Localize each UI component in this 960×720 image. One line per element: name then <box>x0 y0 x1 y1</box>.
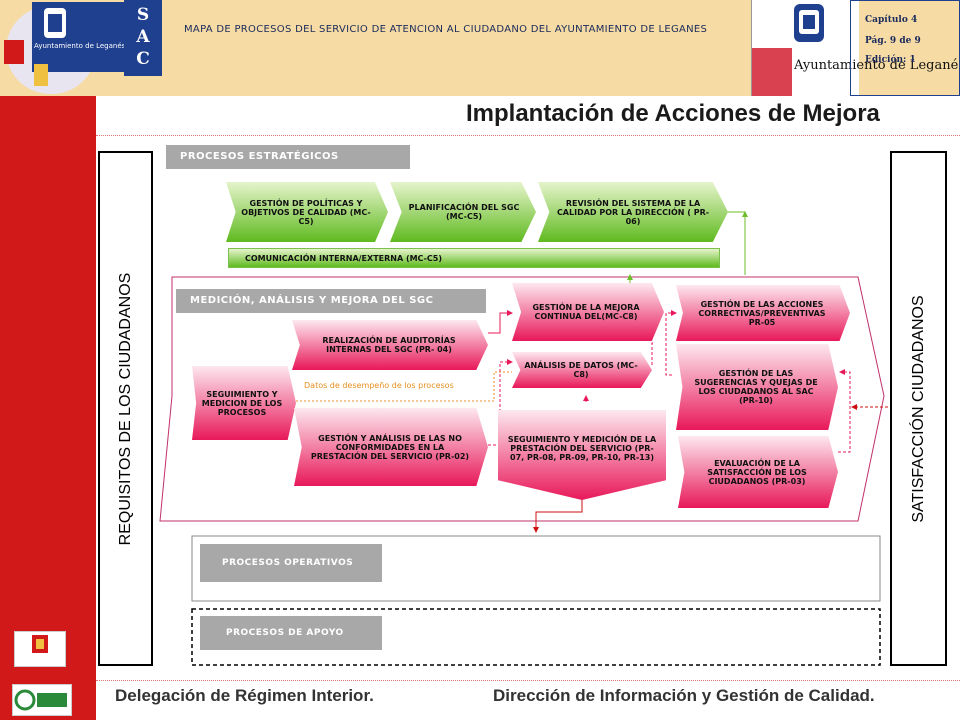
comunicacion-text: COMUNICACIÓN INTERNA/EXTERNA (MC-C5) <box>245 253 443 263</box>
sac-letter-a: A <box>136 27 150 47</box>
auditorias-to-mejora <box>488 310 513 334</box>
no-conformidades-text: GESTIÓN Y ANÁLISIS DE LAS NO CONFORMIDAD… <box>310 433 470 461</box>
seguimiento-procesos-node[interactable]: SEGUIMIENTO Y MEDICION DE LOS PROCESOS <box>192 366 296 440</box>
sugerencias-node[interactable]: GESTIÓN DE LAS SUGERENCIAS Y QUEJAS DE L… <box>676 344 838 430</box>
ayuntamiento-logo <box>751 0 859 96</box>
sac-logo <box>4 2 164 94</box>
gestion-politicas-node[interactable]: GESTIÓN DE POLÍTICAS Y OBJETIVOS DE CALI… <box>226 182 388 242</box>
edicion-label: Edición: 1 <box>865 55 916 65</box>
footer-delegacion: Delegación de Régimen Interior. <box>115 686 374 705</box>
requisitos-box: REQUISITOS DE LOS CIUDADANOS <box>98 151 153 666</box>
evaluacion-node[interactable]: EVALUACIÓN DE LA SATISFACCIÓN DE LOS CIU… <box>678 436 838 508</box>
datos-line <box>296 371 512 402</box>
pagina-label: Pág. 9 de 9 <box>865 36 921 46</box>
aec-logo <box>12 684 72 716</box>
noconf-to-analisis <box>488 359 513 446</box>
acciones-correctivas-text: GESTIÓN DE LAS ACCIONES CORRECTIVAS/PREV… <box>698 299 826 327</box>
seguimiento-prestacion-node[interactable]: SEGUIMIENTO Y MEDICIÓN DE LA PRESTACIÓN … <box>498 410 666 500</box>
prestacion-to-operativos <box>533 498 583 533</box>
seguimiento-prestacion-text: SEGUIMIENTO Y MEDICIÓN DE LA PRESTACIÓN … <box>507 434 657 462</box>
sugerencias-text: GESTIÓN DE LAS SUGERENCIAS Y QUEJAS DE L… <box>694 369 818 405</box>
datos-desempeno-label: Datos de desempeño de los procesos <box>304 381 454 390</box>
header-title: MAPA DE PROCESOS DEL SERVICIO DE ATENCIÓ… <box>184 24 708 35</box>
page-title: Implantación de Acciones de Mejora <box>466 100 880 127</box>
sac-letter-s: S <box>136 5 150 25</box>
evaluacion-link <box>838 369 851 453</box>
seguimiento-procesos-text: SEGUIMIENTO Y MEDICION DE LOS PROCESOS <box>201 389 283 417</box>
footer-direccion: Dirección de Información y Gestión de Ca… <box>493 686 875 705</box>
gestion-politicas-text: GESTIÓN DE POLÍTICAS Y OBJETIVOS DE CALI… <box>241 198 371 226</box>
sac-letters: S A C <box>124 0 162 76</box>
revision-text: REVISIÓN DEL SISTEMA DE LA CALIDAD POR L… <box>556 198 710 226</box>
sugerencias-to-acciones <box>665 310 677 376</box>
no-conformidades-node[interactable]: GESTIÓN Y ANÁLISIS DE LAS NO CONFORMIDAD… <box>294 408 488 486</box>
planificacion-text: PLANIFICACIÓN DEL SGC (MC-C5) <box>408 203 520 221</box>
apoyo-frame <box>191 608 881 666</box>
procesos-estrategicos-label: PROCESOS ESTRATÉGICOS <box>166 145 410 169</box>
auditorias-text: REALIZACIÓN DE AUDITORÍAS INTERNAS DEL S… <box>322 336 456 354</box>
evaluacion-text: EVALUACIÓN DE LA SATISFACCIÓN DE LOS CIU… <box>707 458 807 486</box>
sac-letter-c: C <box>136 49 150 69</box>
revision-to-comunicacion <box>727 211 746 275</box>
logo-text: Ayuntamiento de Leganés <box>34 42 126 50</box>
comunicacion-node[interactable]: COMUNICACIÓN INTERNA/EXTERNA (MC-C5) <box>228 248 720 268</box>
analisis-datos-text: ANÁLISIS DE DATOS (MC-C8) <box>524 361 638 379</box>
junta-castilla-leon-logo <box>14 631 66 667</box>
capitulo-label: Capítulo 4 <box>865 15 918 25</box>
satisfaccion-box: SATISFACCIÓN CIUDADANOS <box>890 151 947 666</box>
left-red-band <box>0 96 96 720</box>
auditorias-node[interactable]: REALIZACIÓN DE AUDITORÍAS INTERNAS DEL S… <box>292 320 488 370</box>
procesos-operativos-label: PROCESOS OPERATIVOS <box>200 544 382 582</box>
medicion-frame <box>159 276 885 522</box>
mejora-continua-text: GESTIÓN DE LA MEJORA CONTINUA DEL(MC-C8) <box>532 303 640 321</box>
revision-node[interactable]: REVISIÓN DEL SISTEMA DE LA CALIDAD POR L… <box>538 182 728 242</box>
analisis-to-mejora <box>651 342 653 365</box>
acciones-correctivas-node[interactable]: GESTIÓN DE LAS ACCIONES CORRECTIVAS/PREV… <box>676 285 850 341</box>
medicion-label: MEDICIÓN, ANÁLISIS Y MEJORA DEL SGC <box>176 289 486 313</box>
procesos-apoyo-label: PROCESOS DE APOYO <box>200 616 382 650</box>
mejora-continua-node[interactable]: GESTIÓN DE LA MEJORA CONTINUA DEL(MC-C8) <box>512 283 664 341</box>
footer-divider <box>96 680 960 681</box>
operativos-frame <box>191 535 881 602</box>
analisis-datos-node[interactable]: ANÁLISIS DE DATOS (MC-C8) <box>512 352 652 388</box>
planificacion-node[interactable]: PLANIFICACIÓN DEL SGC (MC-C5) <box>390 182 536 242</box>
title-divider <box>96 135 960 136</box>
ayuntamiento-label: Ayuntamiento de Leganés <box>794 58 960 73</box>
